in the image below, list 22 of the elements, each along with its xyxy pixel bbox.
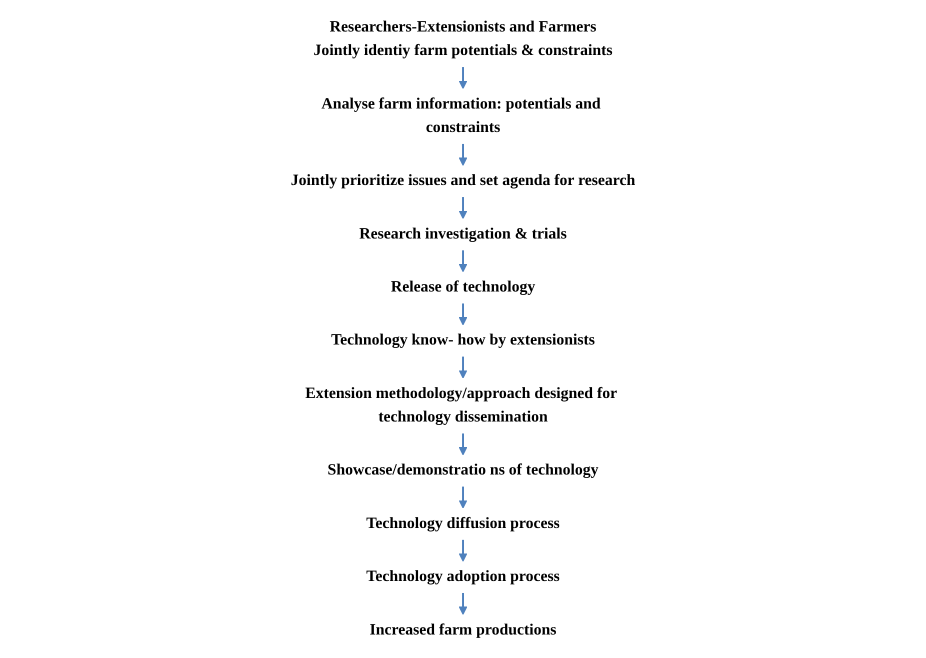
node-text: Release of technology [390,278,536,296]
node-text: Technology know- how by extensionists [331,332,595,349]
arrow [458,144,468,166]
node-text: Analyse farm information: potentials and constraints [321,96,601,136]
arrow [458,197,468,220]
arrow [458,303,468,326]
node-text: Extension methodology/approach designed for technology dissemination [305,385,617,426]
node-text: Technology adoption process [366,568,560,586]
node-text: Research investigation & trials [359,226,567,242]
node-text: Increased farm productions [370,621,556,638]
arrow [458,67,468,90]
node-text: Technology diffusion process [366,515,560,532]
node-text: Researchers-Extensionists and Farmers Jointly identiy farm potentials & constraints [314,18,612,60]
arrow [458,250,468,272]
arrow [458,356,468,379]
node-text: Showcase/demonstratio ns of technology [328,462,598,479]
arrow [458,592,468,615]
flowchart: Researchers-Extensionists and Farmers Jointly identiy farm potentials & constraints Analyse farm information: potentials and constraints Jointly prioritize issues and set agenda for research Research investigation & trials Release of technology Technology know- how by extensionists Extension methodology/approach designed for technology dissemination Showcase/demonstratio ns of technology Technology diffusion process Technology adoption process Increased farm productions [270,4,656,654]
arrow [458,540,468,562]
arrow [458,486,468,509]
arrow [458,433,468,456]
node-text: Jointly prioritize issues and set agenda for research [290,172,636,190]
